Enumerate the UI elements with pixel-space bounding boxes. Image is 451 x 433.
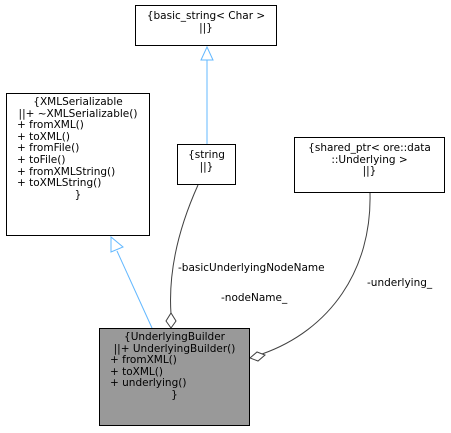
xml-serializable-header-line: ||+ ~XMLSerializable(): [18, 107, 138, 120]
inheritance-arrowhead-xml-serializable: [110, 235, 124, 253]
underlying-builder-member: + toXML(): [110, 365, 163, 378]
class-node-shared-ptr[interactable]: {shared_ptr< ore::data ::Underlying > ||…: [294, 137, 445, 193]
edge-label-node-name: -nodeName_: [221, 292, 288, 304]
xml-serializable-closer: }: [74, 188, 82, 201]
composition-diamond-shared-ptr: [249, 351, 266, 362]
edge-label-basic-underlying-node-name: -basicUnderlyingNodeName: [178, 262, 325, 274]
underlying-builder-header-line: ||+ UnderlyingBuilder(): [113, 342, 236, 355]
shared-ptr-closer: ||}: [362, 165, 377, 178]
xml-serializable-member: + fromXML(): [17, 119, 84, 132]
class-node-xml-serializable[interactable]: {XMLSerializable ||+ ~XMLSerializable() …: [6, 93, 150, 236]
underlying-builder-member: + fromXML(): [110, 354, 177, 367]
shared-ptr-title: {shared_ptr< ore::data: [308, 142, 431, 154]
inheritance-arrowhead-basic-string: [200, 45, 214, 61]
edge-shared-ptr-to-builder: [261, 192, 371, 355]
string-title: {string: [188, 149, 225, 161]
edge-string-to-builder: [170, 184, 199, 315]
shared-ptr-title-continued: ::Underlying >: [331, 153, 408, 166]
xml-serializable-title: {XMLSerializable: [33, 96, 123, 108]
string-closer: ||}: [199, 160, 214, 173]
basic-string-title: {basic_string< Char >: [146, 10, 266, 22]
underlying-builder-closer: }: [171, 388, 178, 401]
xml-serializable-member: + toXMLString(): [17, 177, 102, 190]
xml-serializable-member: + toXML(): [17, 130, 70, 143]
underlying-builder-member: + underlying(): [110, 377, 187, 390]
xml-serializable-member: + fromXMLString(): [17, 165, 116, 178]
class-node-basic-string[interactable]: {basic_string< Char > ||}: [135, 5, 277, 46]
xml-serializable-member: + toFile(): [17, 153, 66, 166]
underlying-builder-title: {UnderlyingBuilder: [124, 331, 225, 343]
class-node-underlying-builder[interactable]: {UnderlyingBuilder ||+ UnderlyingBuilder…: [99, 328, 250, 426]
xml-serializable-member: + fromFile(): [17, 142, 80, 155]
edge-xml-serializable-to-builder: [116, 250, 153, 329]
composition-diamond-string: [165, 312, 177, 329]
class-node-string[interactable]: {string ||}: [177, 144, 236, 185]
edge-label-underlying: -underlying_: [367, 277, 433, 289]
basic-string-closer: ||}: [199, 21, 213, 34]
